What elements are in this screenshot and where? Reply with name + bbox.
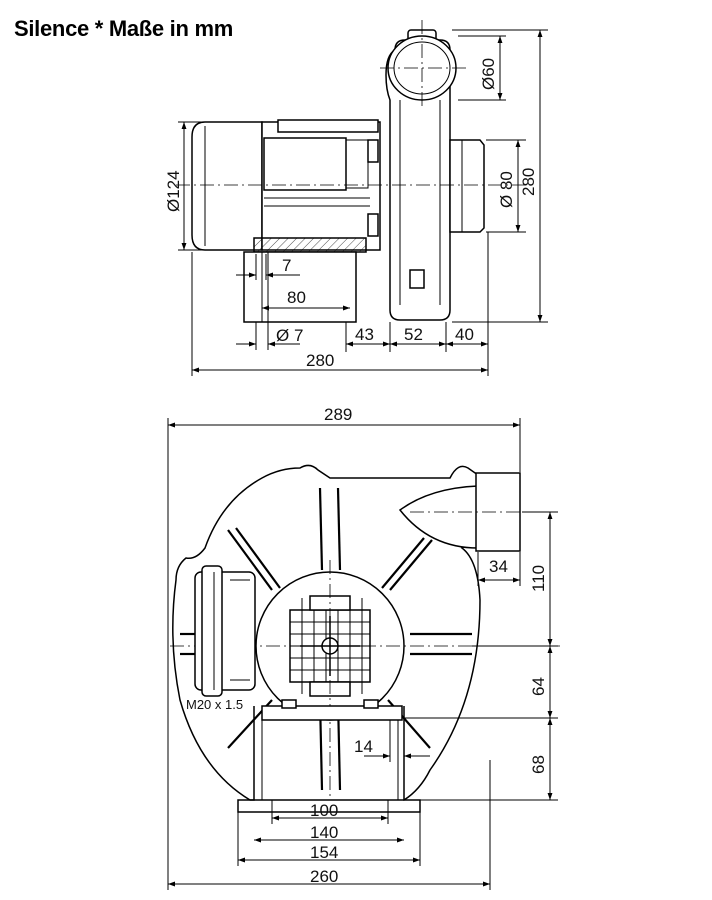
motor-end-cap	[191, 121, 263, 251]
dim-w260: 260	[310, 867, 338, 886]
dim-w154: 154	[310, 843, 338, 862]
dim-h68: 68	[529, 755, 548, 774]
front-view: M20 x 1.5 289 34 110 64 68 14	[167, 405, 560, 890]
dim-w40: 40	[455, 325, 474, 344]
dim-thread: M20 x 1.5	[186, 697, 243, 712]
dim-w80: 80	[287, 288, 306, 307]
dim-d124: Ø124	[164, 170, 183, 212]
dim-h64: 64	[529, 677, 548, 696]
side-view: Ø60 Ø 80 280 Ø124 7 80 Ø 7	[164, 20, 548, 376]
dim-w280: 280	[306, 351, 334, 370]
drawing-title: Silence * Maße in mm	[14, 16, 233, 41]
dim-d80: Ø 80	[497, 171, 516, 208]
dim-h110: 110	[529, 565, 548, 592]
dim-w7: 7	[282, 256, 291, 275]
dim-w14: 14	[354, 737, 373, 756]
dim-w100: 100	[310, 801, 338, 820]
outlet-stub	[449, 139, 485, 233]
dim-w289: 289	[324, 405, 352, 424]
dim-w52: 52	[404, 325, 423, 344]
mounting-plate	[253, 237, 367, 253]
dim-h280: 280	[519, 168, 538, 196]
base-foot	[243, 251, 357, 323]
dim-w43: 43	[355, 325, 374, 344]
dim-w140: 140	[310, 823, 338, 842]
foot-bracket	[237, 706, 421, 813]
foot-plate	[261, 705, 403, 721]
dim-w34: 34	[489, 557, 508, 576]
dim-d7: Ø 7	[276, 326, 303, 345]
dim-d60: Ø60	[479, 58, 498, 90]
motor-housing	[261, 121, 381, 251]
